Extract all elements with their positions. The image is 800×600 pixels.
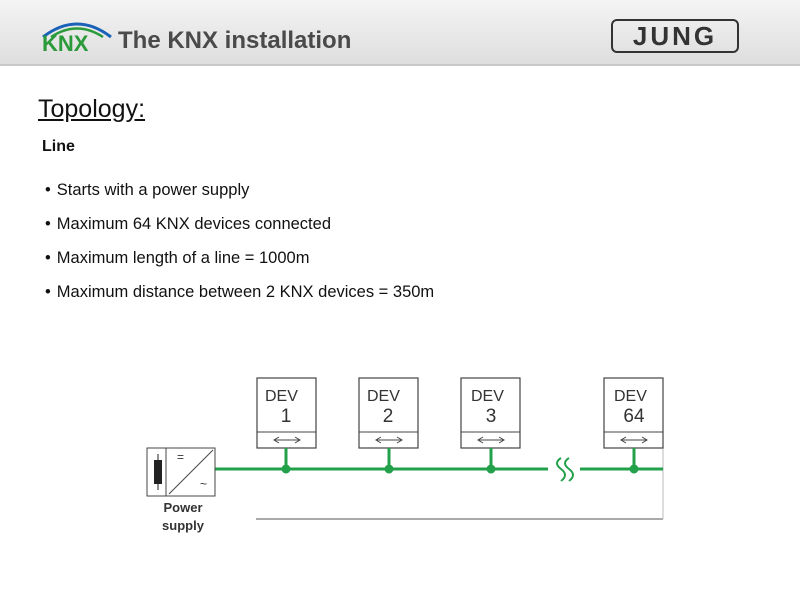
bus-coupler-icon: [620, 436, 648, 444]
bus-coupler-icon: [273, 436, 301, 444]
device-label: DEV: [614, 388, 647, 405]
bullet-item: Maximum length of a line = 1000m: [45, 246, 434, 280]
bus-coupler-icon: [477, 436, 505, 444]
bus-connection-dot: [486, 464, 496, 474]
header-bar: KNX The KNX installation JUNG: [0, 0, 800, 66]
bullet-item: Starts with a power supply: [45, 178, 434, 212]
jung-logo: JUNG: [611, 19, 739, 53]
device-box: DEV 1: [256, 377, 317, 474]
power-supply: = ~: [146, 447, 216, 497]
device-label: DEV: [265, 388, 298, 405]
device-number: 3: [486, 406, 497, 427]
bullet-item: Maximum 64 KNX devices connected: [45, 212, 434, 246]
power-supply-label: Power: [163, 500, 202, 515]
power-supply-label: supply: [162, 518, 205, 533]
page-title: The KNX installation: [118, 27, 352, 54]
line-break-symbol: [556, 457, 574, 482]
bus-connection-dot: [629, 464, 639, 474]
sub-heading: Line: [42, 138, 75, 155]
jung-logo-text: JUNG: [633, 21, 717, 51]
device-box: DEV 3: [460, 377, 521, 474]
bus-connection-dot: [281, 464, 291, 474]
device-label: DEV: [367, 388, 400, 405]
device-number: 1: [281, 406, 292, 427]
device-box: DEV 2: [358, 377, 419, 474]
device-number: 2: [383, 406, 394, 427]
dc-symbol: =: [177, 450, 184, 464]
device-box: DEV 64: [603, 377, 664, 474]
device-label: DEV: [471, 388, 504, 405]
bullet-list: Starts with a power supply Maximum 64 KN…: [45, 178, 434, 314]
choke-icon: [154, 460, 162, 484]
knx-logo-text: KNX: [42, 31, 89, 55]
ac-symbol: ~: [200, 477, 207, 491]
section-title: Topology:: [38, 95, 146, 123]
bullet-item: Maximum distance between 2 KNX devices =…: [45, 280, 434, 314]
device-number: 64: [623, 406, 645, 427]
bus-connection-dot: [384, 464, 394, 474]
bus-coupler-icon: [375, 436, 403, 444]
knx-logo: KNX: [42, 22, 112, 55]
